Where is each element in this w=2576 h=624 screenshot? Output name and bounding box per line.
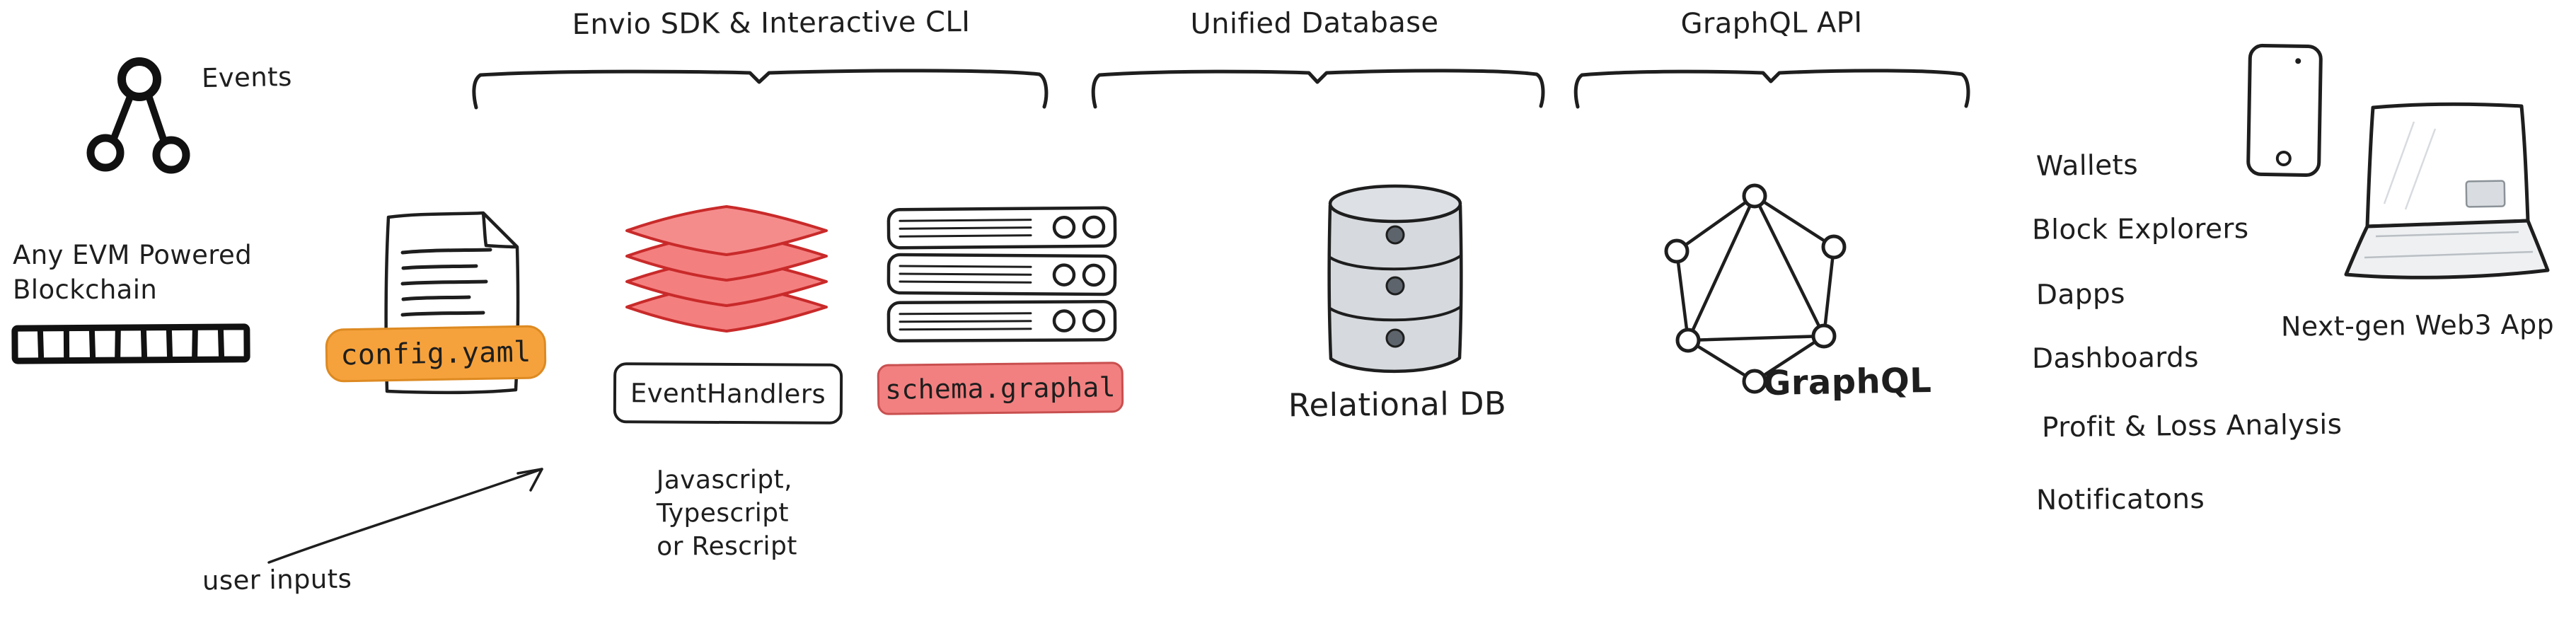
consumer-item-notifications: Notificatons: [2035, 483, 2205, 517]
blockchain-label-line2: Blockchain: [13, 275, 158, 305]
blockchain-label: Any EVM Powered Blockchain: [13, 238, 252, 307]
event-handlers-layers-icon-svg: [625, 205, 828, 333]
server-stack-icon-svg: [886, 206, 1117, 343]
languages-label: Javascript, Typescript or Rescript: [657, 463, 797, 563]
events-label: Events: [201, 61, 293, 94]
user-inputs-arrow-svg: [267, 468, 543, 564]
blockchain-label-line1: Any EVM Powered: [13, 240, 253, 270]
database-icon-svg: [1327, 184, 1463, 374]
section-title-sdk: Envio SDK & Interactive CLI: [572, 6, 971, 41]
bracket-api: [1571, 67, 1973, 112]
config-yaml-label-text: config.yaml: [340, 335, 532, 372]
languages-line2: Typescript: [656, 498, 790, 528]
laptop-icon-svg: [2344, 102, 2550, 279]
events-graph-icon-svg: [86, 57, 190, 174]
schema-graphql-label: schema.graphal: [877, 362, 1124, 415]
next-gen-app-label: Next-gen Web3 App: [2280, 308, 2555, 342]
events-graph-icon: [86, 52, 192, 180]
phone-icon: [2243, 42, 2326, 180]
user-inputs-arrow: [260, 456, 558, 573]
consumer-item-dashboards: Dashboards: [2031, 342, 2200, 375]
consumer-item-profit-loss: Profit & Loss Analysis: [2041, 408, 2343, 444]
database-icon: [1323, 181, 1469, 388]
consumer-item-dapps: Dapps: [2035, 278, 2126, 311]
blockchain-chain-icon: [11, 322, 252, 367]
graphql-logo-icon-svg: [1664, 183, 1847, 394]
languages-line1: Javascript,: [656, 465, 793, 495]
blockchain-chain-icon-svg: [11, 323, 250, 364]
server-stack-icon: [886, 206, 1121, 345]
section-title-db: Unified Database: [1190, 6, 1439, 41]
relational-db-label: Relational DB: [1288, 384, 1507, 424]
bracket-api-svg: [1573, 69, 1970, 109]
schema-graphql-label-text: schema.graphal: [884, 371, 1116, 405]
bracket-db: [1088, 67, 1548, 112]
consumer-item-wallets: Wallets: [2035, 149, 2139, 183]
graphql-logo-icon: [1648, 172, 1862, 407]
graphql-label: GraphQL: [1762, 360, 1932, 404]
laptop-icon: [2340, 98, 2554, 318]
event-handlers-label: EventHandlers: [613, 362, 843, 424]
bracket-sdk-svg: [472, 69, 1049, 110]
consumer-item-block-explorers: Block Explorers: [2031, 213, 2249, 246]
event-handlers-layers-icon: [617, 197, 836, 345]
event-handlers-label-text: EventHandlers: [630, 377, 826, 410]
config-yaml-label: config.yaml: [325, 325, 547, 383]
section-title-api: GraphQL API: [1680, 6, 1863, 40]
bracket-sdk: [468, 67, 1051, 112]
user-inputs-label: user inputs: [202, 563, 352, 596]
phone-icon-svg: [2246, 43, 2323, 178]
bracket-db-svg: [1091, 69, 1545, 109]
languages-line3: or Rescript: [657, 531, 797, 562]
